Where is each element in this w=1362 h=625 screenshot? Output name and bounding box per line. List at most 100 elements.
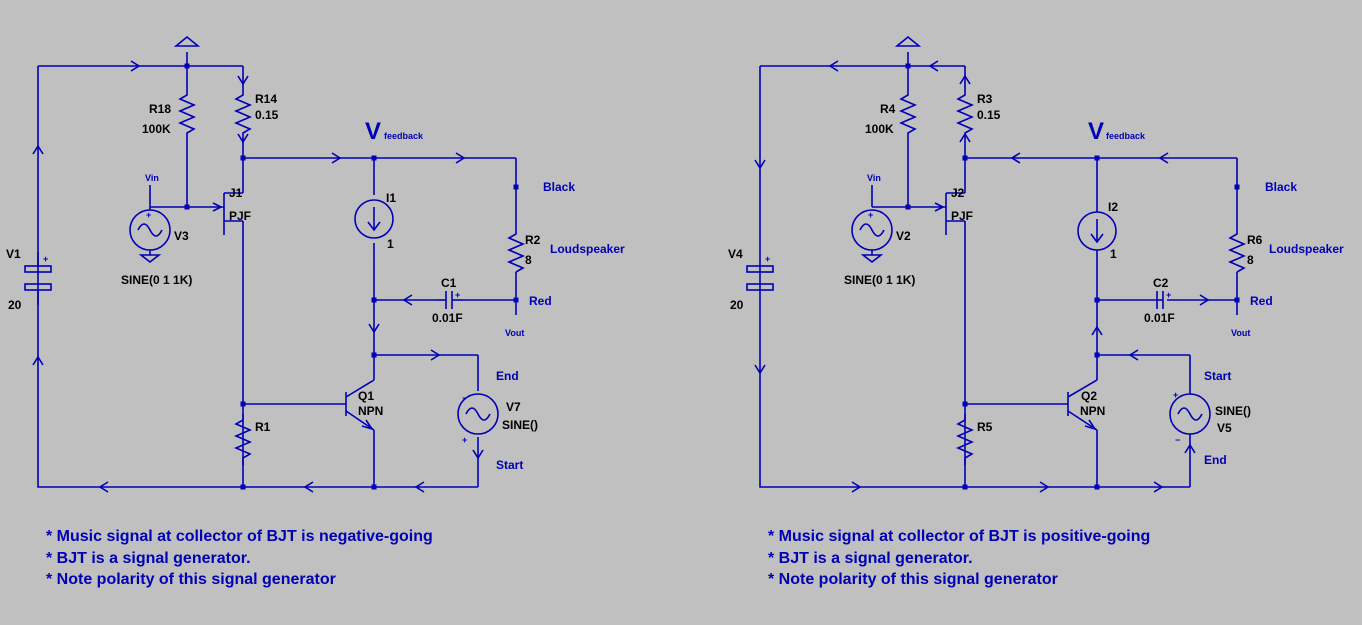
right-r-bias-value: 100K xyxy=(865,122,894,136)
right-sig-source-name: V2 xyxy=(896,229,911,243)
left-gen-bottom: Start xyxy=(496,458,523,472)
right-gen-name: SINE() xyxy=(1215,404,1251,418)
right-current-source-icon xyxy=(1077,211,1117,251)
svg-text:+: + xyxy=(868,210,873,220)
left-battery-icon: + xyxy=(24,252,52,305)
left-speaker-label: Loudspeaker xyxy=(550,242,625,256)
left-speaker-resistor-icon xyxy=(506,225,526,273)
right-note-2: * BJT is a signal generator. xyxy=(768,550,973,567)
right-capacitor-icon: + xyxy=(1156,290,1171,309)
right-vout-net: Vout xyxy=(1231,328,1250,338)
right-vin-net: Vin xyxy=(867,173,881,183)
left-vout-net: Vout xyxy=(505,328,524,338)
right-bjt-model: NPN xyxy=(1080,404,1105,418)
left-note-3: * Note polarity of this signal generator xyxy=(46,571,336,588)
left-ground-icon xyxy=(173,35,201,47)
svg-text:+: + xyxy=(43,254,48,264)
left-red-label: Red xyxy=(529,294,552,308)
left-circuit: + + xyxy=(6,35,625,588)
left-sig-source-value: SINE(0 1 1K) xyxy=(121,273,192,287)
right-gen-top: Start xyxy=(1204,369,1231,383)
left-v-source-name: V1 xyxy=(6,247,21,261)
left-i-source-value: 1 xyxy=(387,237,394,251)
svg-text:+: + xyxy=(455,290,460,300)
left-jfet-model: PJF xyxy=(229,209,251,223)
left-r-bias-name: R18 xyxy=(149,102,171,116)
left-note-1: * Music signal at collector of BJT is ne… xyxy=(46,528,433,545)
left-gen-top: End xyxy=(496,369,519,383)
left-r14-resistor-icon xyxy=(233,83,253,144)
left-jfet-name: J1 xyxy=(229,186,243,200)
right-jfet-name: J2 xyxy=(951,186,965,200)
right-npn-transistor-icon xyxy=(1067,355,1098,431)
right-jfet-model: PJF xyxy=(951,209,973,223)
right-red-label: Red xyxy=(1250,294,1273,308)
left-r-bias-value: 100K xyxy=(142,122,171,136)
left-sig-source-name: V3 xyxy=(174,229,189,243)
right-v-source-value: 20 xyxy=(730,298,744,312)
right-r-base-name: R5 xyxy=(977,420,993,434)
right-generator-icon: + − xyxy=(1169,390,1211,445)
svg-text:+: + xyxy=(146,210,151,220)
left-i-source-name: I1 xyxy=(386,191,396,205)
left-vin-net: Vin xyxy=(145,173,159,183)
left-speaker-name: R2 xyxy=(525,233,541,247)
left-feedback-main: V xyxy=(365,118,381,145)
right-r-sense-name: R3 xyxy=(977,92,993,106)
right-r5-resistor-icon xyxy=(955,414,975,465)
left-bjt-name: Q1 xyxy=(358,389,374,403)
left-feedback-sub: feedback xyxy=(384,131,424,141)
right-speaker-resistor-icon xyxy=(1227,225,1247,273)
left-r-base-name: R1 xyxy=(255,420,271,434)
left-r-sense-value: 0.15 xyxy=(255,108,279,122)
right-note-1: * Music signal at collector of BJT is po… xyxy=(768,528,1150,545)
left-current-source-icon xyxy=(354,199,394,239)
right-i-source-name: I2 xyxy=(1108,200,1118,214)
right-r3-resistor-icon xyxy=(955,83,975,144)
left-black-label: Black xyxy=(543,180,575,194)
right-r4-resistor-icon xyxy=(898,83,918,144)
left-generator-icon: − + xyxy=(457,393,499,445)
left-gen-name: V7 xyxy=(506,400,521,414)
svg-text:+: + xyxy=(462,435,467,445)
left-cap-name: C1 xyxy=(441,276,457,290)
svg-text:−: − xyxy=(1175,435,1180,445)
left-bjt-model: NPN xyxy=(358,404,383,418)
left-sine-source-icon: + xyxy=(129,207,171,264)
right-r-bias-name: R4 xyxy=(880,102,896,116)
right-circuit: + + + xyxy=(728,35,1344,588)
right-jfet-icon xyxy=(934,192,965,235)
left-cap-value: 0.01F xyxy=(432,311,463,325)
right-speaker-label: Loudspeaker xyxy=(1269,242,1344,256)
svg-text:+: + xyxy=(1166,290,1171,300)
left-npn-transistor-icon xyxy=(345,355,375,431)
right-speaker-value: 8 xyxy=(1247,253,1254,267)
right-gen-bottom: End xyxy=(1204,453,1227,467)
right-bjt-name: Q2 xyxy=(1081,389,1097,403)
left-r1-resistor-icon xyxy=(233,414,253,465)
left-v-source-value: 20 xyxy=(8,298,22,312)
right-feedback-main: V xyxy=(1088,118,1104,145)
left-speaker-value: 8 xyxy=(525,253,532,267)
right-sine-source-icon: + xyxy=(851,209,893,264)
right-cap-name: C2 xyxy=(1153,276,1169,290)
right-sig-source-value: SINE(0 1 1K) xyxy=(844,273,915,287)
svg-text:−: − xyxy=(462,393,467,403)
left-jfet-icon xyxy=(212,192,243,235)
right-black-label: Black xyxy=(1265,180,1297,194)
right-i-source-value: 1 xyxy=(1110,247,1117,261)
left-note-2: * BJT is a signal generator. xyxy=(46,550,251,567)
svg-text:+: + xyxy=(1173,390,1178,400)
right-battery-icon: + xyxy=(746,254,774,291)
left-capacitor-icon: + xyxy=(436,290,463,309)
right-note-3: * Note polarity of this signal generator xyxy=(768,571,1058,588)
left-r-sense-name: R14 xyxy=(255,92,277,106)
right-speaker-name: R6 xyxy=(1247,233,1263,247)
right-ground-icon xyxy=(894,35,922,47)
left-gen-value: SINE() xyxy=(502,418,538,432)
right-gen-value: V5 xyxy=(1217,421,1232,435)
right-v-source-name: V4 xyxy=(728,247,743,261)
svg-text:+: + xyxy=(765,254,770,264)
right-cap-value: 0.01F xyxy=(1144,311,1175,325)
